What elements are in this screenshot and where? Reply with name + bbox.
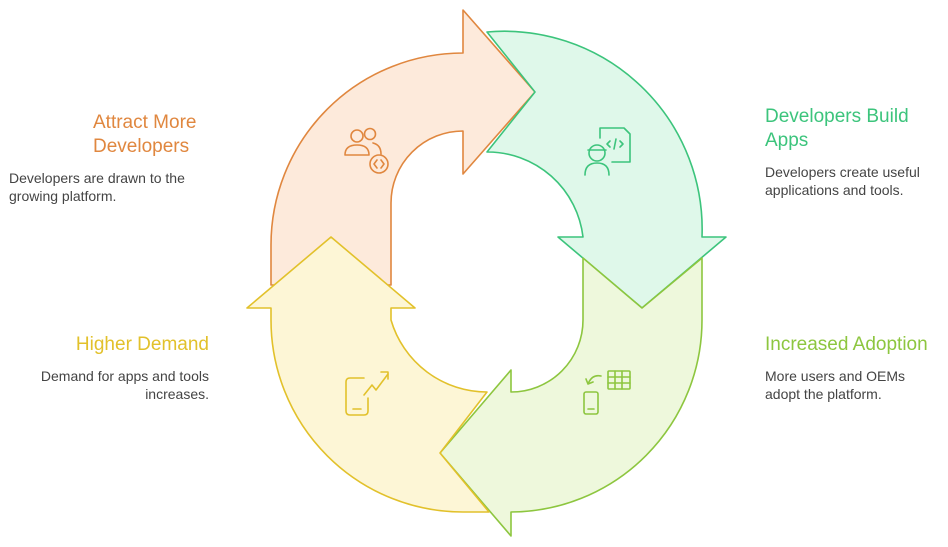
step-adoption-description: More users and OEMs adopt the platform. [765, 368, 906, 402]
step-demand-title: Higher Demand [75, 334, 209, 355]
step-demand-description: Demand for apps and tools increases. [40, 368, 209, 402]
step-build-label: Developers Build Apps Developers create … [765, 105, 941, 199]
step-build-description: Developers create useful applications an… [765, 164, 920, 198]
developer-coding-icon [584, 127, 631, 176]
segment-adoption [439, 257, 703, 537]
step-attract-label: Attract More Developers Developers are d… [9, 111, 209, 205]
segment-attract [270, 9, 536, 286]
step-adoption-label: Increased Adoption More users and OEMs a… [765, 333, 945, 403]
step-demand-label: Higher Demand Demand for apps and tools … [9, 333, 209, 403]
phone-growth-icon [345, 371, 389, 416]
devices-sync-icon [583, 370, 631, 415]
step-attract-title: Attract More Developers [93, 112, 197, 157]
developers-code-icon [344, 127, 389, 174]
step-adoption-title: Increased Adoption [765, 334, 928, 355]
step-build-title: Developers Build Apps [765, 106, 909, 151]
segment-demand [246, 236, 490, 513]
segment-build [486, 30, 727, 309]
step-attract-description: Developers are drawn to the growing plat… [9, 170, 185, 204]
